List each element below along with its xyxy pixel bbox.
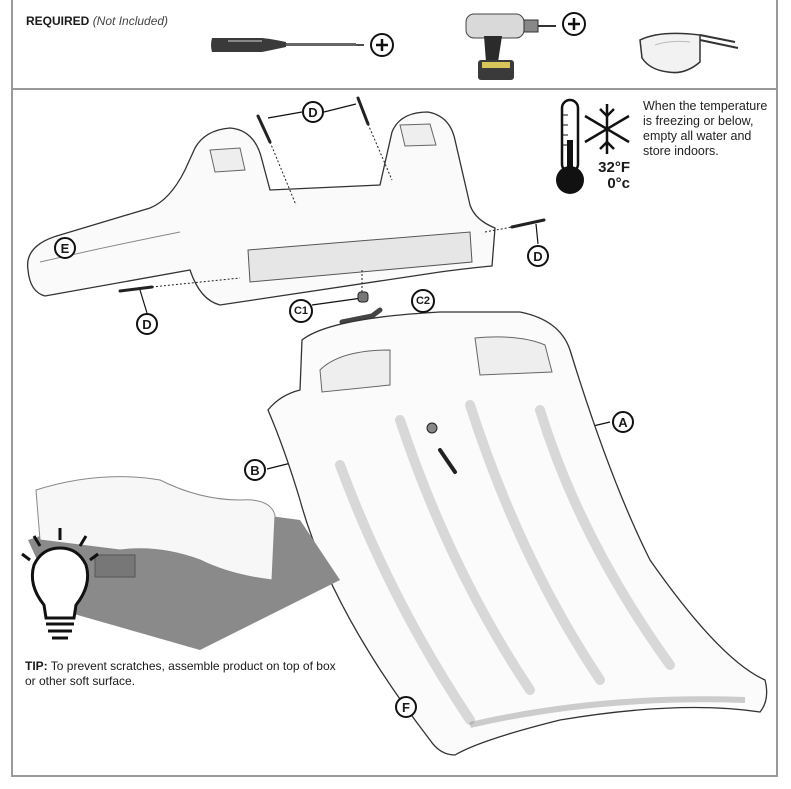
required-tools-label: REQUIRED (Not Included) [26,14,168,28]
tip-label: TIP: [25,659,48,673]
temperature-warning: When the temperature is freezing or belo… [643,99,768,158]
screwdriver-icon [211,38,364,52]
callout-f: F [395,696,417,718]
temperature-values: 32°F 0°c [590,160,630,192]
box-surface-illustration [28,476,340,650]
not-included-note: (Not Included) [92,14,169,28]
callout-c1: C1 [289,299,313,323]
callout-d-left: D [136,313,158,335]
screw-d-parts [118,96,546,293]
pin-c-parts [339,291,383,325]
power-drill-icon [465,13,556,80]
plus-icon [562,12,586,36]
fahrenheit-value: 32°F [598,159,630,176]
handle-connector-part [26,111,496,306]
light-bulb-icon [21,528,99,640]
screw-a-part [438,448,457,474]
page-frame [11,0,778,777]
callout-c2: C2 [411,289,435,313]
tip-note: TIP: To prevent scratches, assemble prod… [25,659,345,689]
snowflake-icon [584,104,630,154]
callout-a: A [612,411,634,433]
thermometer-icon [556,98,584,194]
callout-e: E [54,237,76,259]
callout-b: B [244,459,266,481]
callout-d-right: D [527,245,549,267]
washer-b-part [426,422,438,434]
required-label: REQUIRED [26,14,90,28]
callout-d-top: D [302,101,324,123]
safety-glasses-icon [639,32,739,74]
celsius-value: 0°c [607,175,630,192]
tip-text: To prevent scratches, assemble product o… [25,659,336,688]
plus-icon [370,33,394,57]
section-divider [11,88,778,90]
shovel-blade-part [267,311,768,756]
